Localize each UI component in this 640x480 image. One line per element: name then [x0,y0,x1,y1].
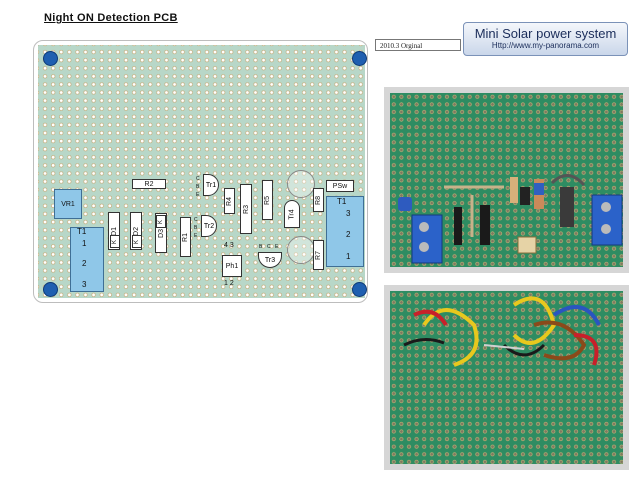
psw-switch: PSw [326,180,354,192]
pin-letter: E [194,233,198,239]
mounting-hole-icon [43,51,58,66]
terminal-right-pin: 1 [346,252,351,261]
pin-letter: E [275,244,279,250]
d3-cathode-label: K [156,215,166,228]
r4-resistor: R4 [224,188,235,214]
mounting-hole-icon [352,51,367,66]
pin-letter: E [196,192,200,198]
pcb-bottom-photo [384,285,629,470]
tr1-transistor: Tr1 [203,174,219,196]
tr2-transistor: Tr2 [201,215,217,237]
pcb-bottom-photo-wires [403,296,601,367]
brand-box: Mini Solar power system Http://www.my-pa… [463,22,628,56]
pin-letter: C [196,176,200,182]
ph1-photocoupler: Ph1 [222,255,242,277]
terminal-left-pin: 2 [82,259,87,268]
capacitor-outline [287,170,315,198]
terminal-left-pin: 3 [82,280,87,289]
pin-letter: B [259,244,263,250]
ph1-top-pins: 4 3 [224,242,234,249]
mounting-hole-icon [43,282,58,297]
terminal-right-pin: 3 [346,209,351,218]
tr4-transistor: Tr4 [284,200,300,228]
capacitor-outline [287,236,315,264]
d2-cathode-label: K [132,235,142,248]
r5-resistor: R5 [262,180,273,220]
r8-resistor: R8 [313,188,324,212]
r7-resistor: R7 [313,240,324,270]
ph1-bottom-pins: 1 2 [224,280,234,287]
page-title: Night ON Detection PCB [44,12,178,24]
brand-url: Http://www.my-panorama.com [491,41,600,50]
brand-title: Mini Solar power system [474,26,617,41]
date-label: 2010.3 Orginal [375,39,461,51]
terminal-left-pin: 1 [82,239,87,248]
t1-right-label: T1 [337,197,347,206]
pin-letter: C [194,217,198,223]
pcb-top-photo-parts [398,174,623,264]
t1-left-label: T1 [77,227,87,236]
r3-resistor: R3 [240,184,252,234]
pcb-top-photo [384,87,629,273]
pin-letter: B [194,225,198,231]
pin-letter: B [196,184,200,190]
d1-cathode-label: K [110,235,120,248]
vr1-component: VR1 [54,189,82,219]
pin-letter: C [267,244,271,250]
terminal-right-pin: 2 [346,230,351,239]
terminal-block-left [70,227,104,292]
mounting-hole-icon [352,282,367,297]
r1-resistor: R1 [180,217,191,257]
r2-resistor: R2 [132,179,166,189]
terminal-block-right [326,196,364,267]
